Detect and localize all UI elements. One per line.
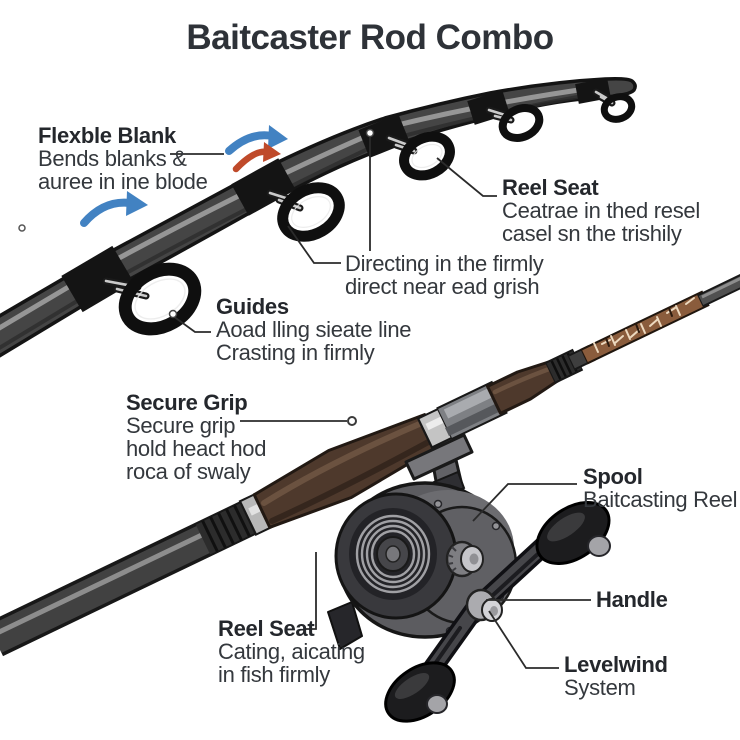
rod-wrap-glyphs bbox=[593, 297, 695, 353]
flexible-blank-heading: Flexble Blank bbox=[38, 123, 176, 148]
label-spool: Spool Baitcasting Reel bbox=[583, 464, 738, 512]
label-guides: Guides Aoad lling sieate line Crasting i… bbox=[216, 294, 412, 365]
handle-knob-upper bbox=[535, 501, 611, 565]
leader-dots bbox=[18, 128, 375, 426]
cast-control-knob bbox=[445, 540, 484, 578]
baitcast-reel bbox=[327, 433, 611, 723]
bend-arrow-blue-left bbox=[80, 191, 148, 227]
reel-seat-bottom-heading: Reel Seat bbox=[218, 616, 315, 641]
label-levelwind: Levelwind System bbox=[564, 652, 668, 700]
leader-lines bbox=[170, 135, 591, 669]
handle-heading: Handle bbox=[596, 587, 668, 612]
label-handle: Handle bbox=[596, 588, 668, 611]
secure-grip-heading: Secure Grip bbox=[126, 390, 248, 415]
bend-arrow-red bbox=[232, 142, 281, 173]
label-flexible-blank: Flexble Blank Bends blanks & auree in in… bbox=[38, 123, 208, 194]
page-title: Baitcaster Rod Combo bbox=[186, 18, 554, 57]
spool-line-coils bbox=[355, 514, 431, 594]
guides-heading: Guides bbox=[216, 294, 289, 319]
bend-arrow-blue-upper bbox=[225, 125, 288, 155]
lower-rod bbox=[0, 274, 740, 657]
label-reel-seat-bottom: Reel Seat Cating, aicating in fish firml… bbox=[218, 616, 365, 687]
spool-heading: Spool bbox=[583, 464, 643, 489]
guide-rings bbox=[118, 93, 636, 336]
label-directing: Directing in the firmly direct near ead … bbox=[345, 251, 544, 299]
handle-knob-lower bbox=[384, 661, 456, 723]
levelwind-heading: Levelwind bbox=[564, 652, 668, 677]
label-secure-grip: Secure Grip Secure grip hold heact hod r… bbox=[126, 390, 267, 484]
label-reel-seat-top: Reel Seat Ceatrae in thed resel casel sn… bbox=[502, 175, 700, 246]
reel-seat-top-heading: Reel Seat bbox=[502, 175, 599, 200]
